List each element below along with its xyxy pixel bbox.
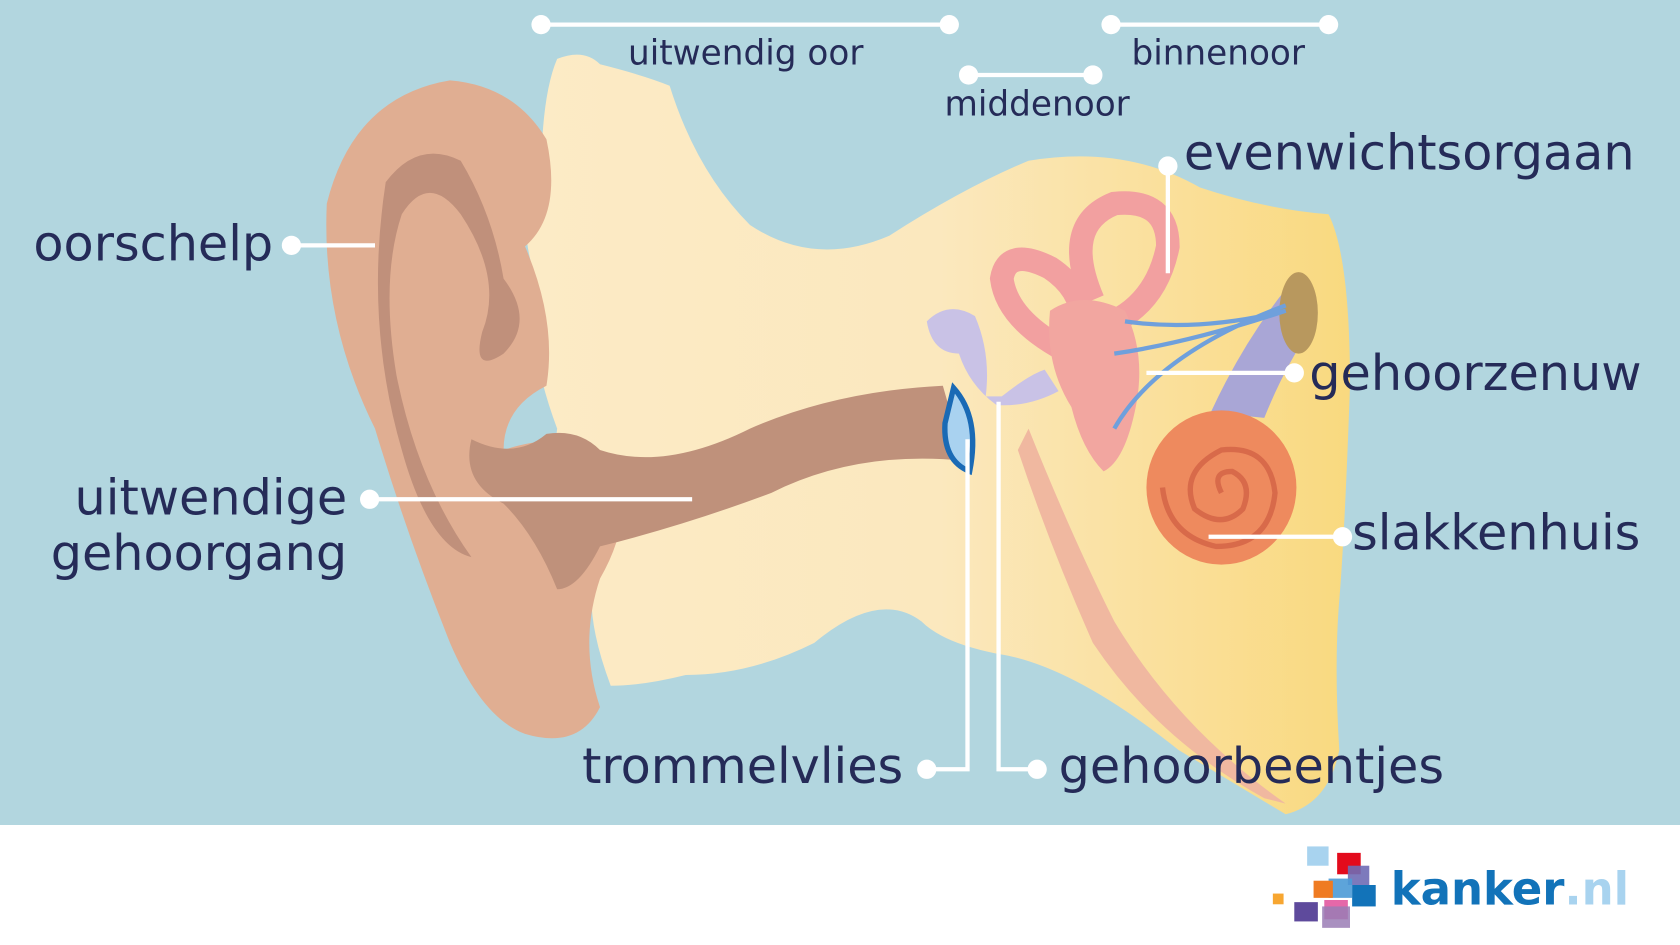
auricle: [326, 80, 622, 739]
label-gehoorbeentjes: gehoorbeentjes: [1059, 737, 1444, 795]
ear-canal: [469, 385, 965, 590]
ossicles: [926, 309, 1059, 406]
label-uitwendige-gehoorgang-line1: uitwendige: [75, 468, 348, 526]
cochlea-spiral: [1159, 446, 1278, 550]
nerve-fibers: [1112, 303, 1287, 430]
logo-wordmark: kanker.nl: [1391, 862, 1629, 915]
label-gehoorzenuw: gehoorzenuw: [1309, 344, 1641, 402]
label-oorschelp: oorschelp: [33, 214, 273, 272]
auricle-fold: [377, 153, 520, 558]
kanker-nl-logo: kanker.nl: [1272, 846, 1629, 928]
label-middenoor: middenoor: [945, 85, 1131, 125]
label-trommelvlies: trommelvlies: [582, 737, 903, 795]
label-uitwendige-gehoorgang-line2: gehoorgang: [51, 524, 347, 582]
label-slakkenhuis: slakkenhuis: [1352, 504, 1640, 562]
footer: [0, 825, 1680, 945]
semicircular-canals: [989, 191, 1180, 365]
logo-name: kanker: [1391, 862, 1566, 915]
label-uitwendig-oor: uitwendig oor: [628, 33, 864, 73]
label-lines: [281, 15, 1353, 779]
label-evenwichtsorgaan: evenwichtsorgaan: [1184, 123, 1635, 181]
label-binnenoor: binnenoor: [1131, 33, 1305, 73]
logo-tld: .nl: [1564, 862, 1629, 915]
nerve-end: [1279, 272, 1318, 354]
